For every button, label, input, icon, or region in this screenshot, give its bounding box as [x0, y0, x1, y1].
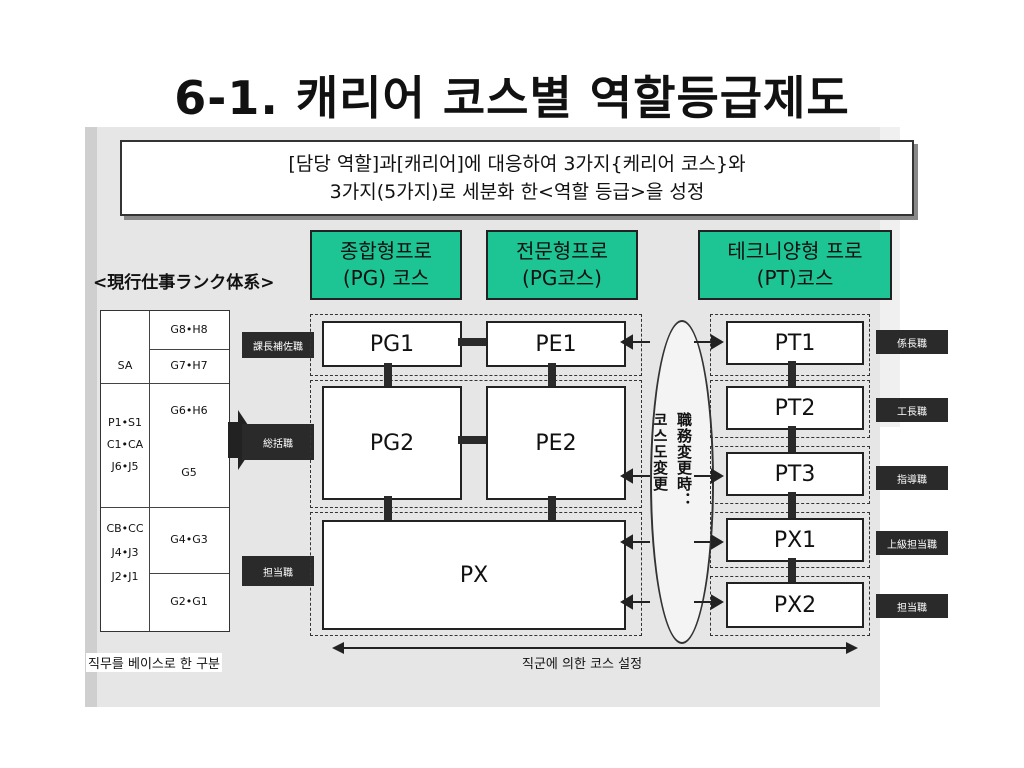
rank-cell-p1: P1•S1 C1•CA J6•J5: [106, 416, 144, 473]
rank-cell-g2: G2•G1: [170, 595, 208, 608]
footer-left-label: 직무를 베이스로 한 구분: [86, 653, 222, 672]
rank-cell-sa: SA: [117, 359, 133, 372]
connector: [788, 361, 796, 386]
course-pe-line-1: 전문형프로: [516, 239, 608, 263]
rank-cell-g5: G5: [181, 466, 197, 479]
rank-cell-cb: CB•CC J4•J3 J2•J1: [106, 522, 144, 583]
connector: [548, 363, 556, 386]
box-pe2: PE2: [486, 386, 626, 500]
connector: [788, 558, 796, 582]
connector: [384, 496, 392, 520]
box-px2: PX2: [726, 582, 864, 628]
connector: [548, 496, 556, 520]
group-px-row: [310, 512, 642, 636]
intro-line-1: [담당 역할]과[캐리어]에 대응하여 3가지{케리어 코스}와: [288, 153, 746, 175]
box-px1: PX1: [726, 518, 864, 562]
course-change-oval: [650, 320, 714, 644]
tag-staff: 担当職: [242, 556, 314, 586]
legend-title: <現行仕事ランク体系>: [93, 273, 275, 293]
oval-text-course-change: 코스도変更: [651, 412, 669, 492]
tag-general-staff: 総括職: [242, 424, 314, 460]
course-pg-line-2: (PG) 코스: [342, 266, 430, 290]
connector: [458, 338, 486, 346]
course-pg-line-1: 종합형프로: [340, 239, 432, 263]
intro-box: [담당 역할]과[캐리어]에 대응하여 3가지{케리어 코스}와 3가지(5가지…: [120, 140, 914, 216]
oval-text-col-1: 코스도変更: [648, 412, 672, 492]
course-pe-header: 전문형프로 (PG코스): [486, 230, 638, 300]
rank-cell-g8: G8•H8: [170, 323, 208, 336]
box-pg1: PG1: [322, 321, 462, 367]
box-pg2: PG2: [322, 386, 462, 500]
box-pt3: PT3: [726, 452, 864, 496]
group-pg1-row: [310, 314, 642, 376]
course-pt-header: 테크니양형 프로 (PT)코스: [698, 230, 892, 300]
box-px: PX: [322, 520, 626, 630]
box-pt1: PT1: [726, 321, 864, 365]
tag-section-chief-assistant: 課長補佐職: [242, 332, 314, 358]
box-pe1: PE1: [486, 321, 626, 367]
rank-table: SA P1•S1 C1•CA J6•J5 CB•CC J4•J3 J2•J1 G…: [100, 310, 230, 632]
rank-cell-g7: G7•H7: [170, 359, 208, 372]
course-pe-line-2: (PG코스): [522, 266, 602, 290]
course-pg-header: 종합형프로 (PG) 코스: [310, 230, 462, 300]
tag-senior-staff: 上級担当職: [876, 531, 948, 555]
footer-right-label: 직군에 의한 코스 설정: [522, 657, 643, 672]
oval-text-job-change: 職務変更時：: [675, 412, 693, 508]
connector: [384, 363, 392, 386]
connector: [458, 436, 486, 444]
group-pg2-row: [310, 380, 642, 508]
tag-staff-right: 担当職: [876, 594, 948, 618]
oval-text-col-2: 職務変更時：: [672, 412, 696, 508]
connector: [788, 426, 796, 452]
box-pt2: PT2: [726, 386, 864, 430]
intro-line-2: 3가지(5가지)로 세분화 한<역할 등급>을 성정: [329, 181, 705, 203]
tag-chief: 係長職: [876, 330, 948, 354]
scan-edge: [85, 127, 97, 707]
connector: [788, 492, 796, 518]
rank-cell-g6: G6•H6: [170, 404, 208, 417]
course-pt-line-2: (PT)코스: [756, 266, 834, 290]
course-pt-line-1: 테크니양형 프로: [727, 239, 863, 263]
tag-foreman: 工長職: [876, 398, 948, 422]
rank-cell-g4: G4•G3: [170, 533, 208, 546]
tag-instructor: 指導職: [876, 466, 948, 490]
span-arrow-icon: [332, 642, 858, 654]
double-arrows-icon: [620, 334, 724, 610]
page-title: 6-1. 캐리어 코스별 역할등급제도: [174, 71, 850, 125]
